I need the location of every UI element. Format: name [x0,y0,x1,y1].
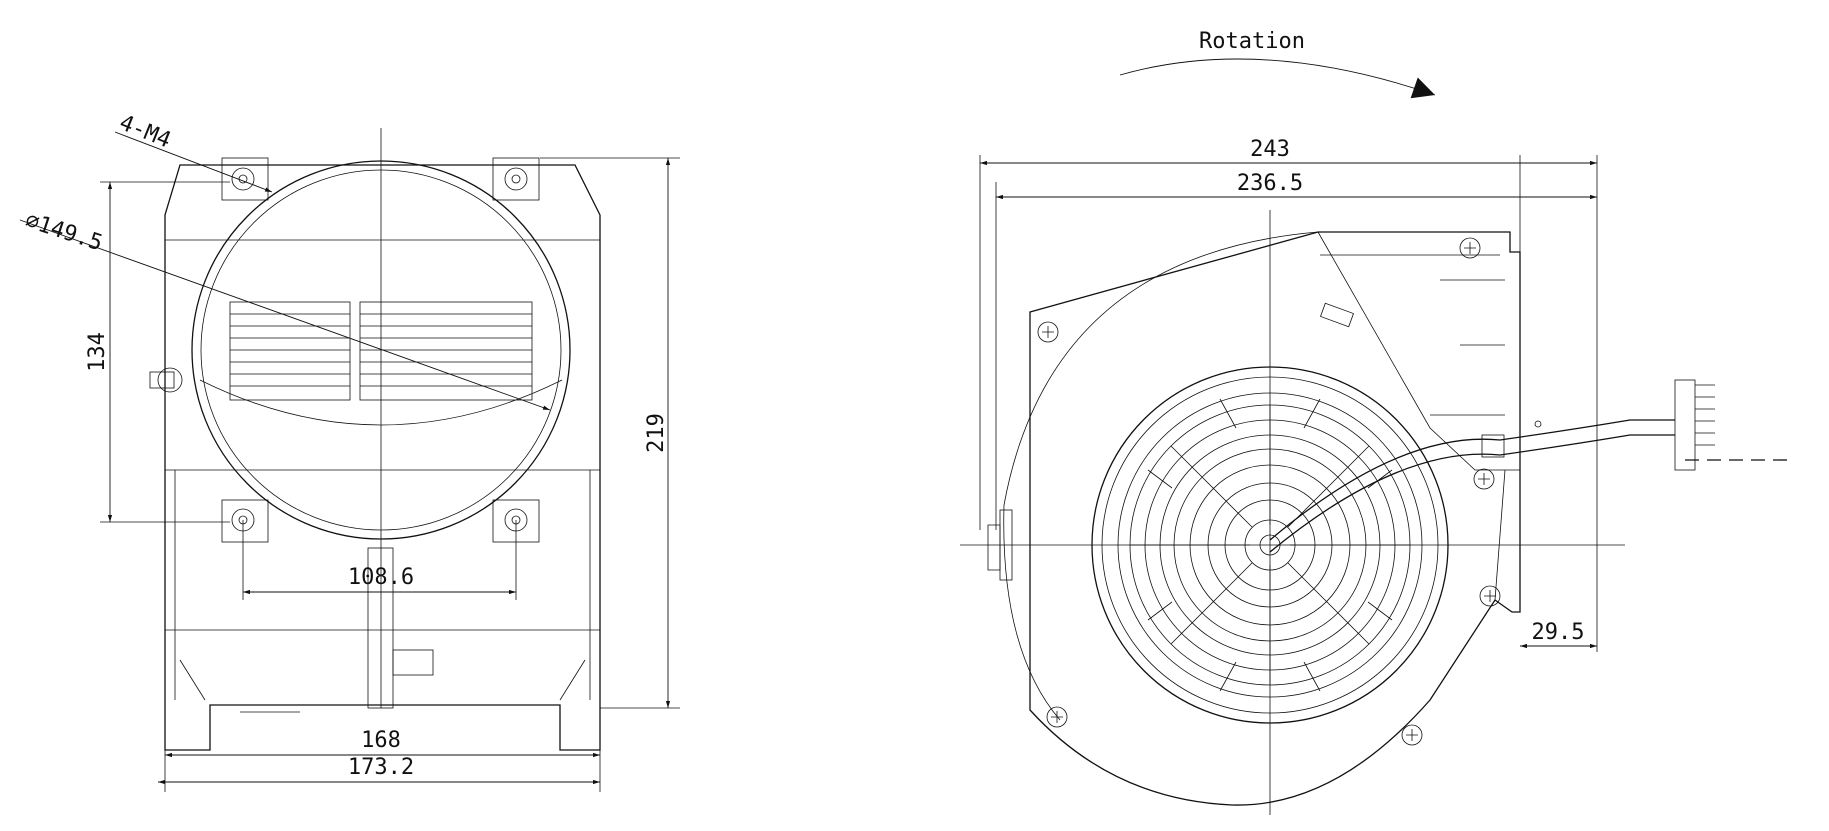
side-dimensions [979,155,1598,652]
front-housing [164,164,601,751]
side-cable [1269,379,1790,553]
side-width-total-label: 243 [1250,137,1290,162]
front-view: 4-M4 ⌀149.5 134 219 108.6 168 173.2 [19,110,680,792]
front-width-inner-label: 168 [361,728,401,753]
front-impeller [229,301,533,401]
front-holes-label: 4-M4 [116,110,174,153]
front-height-total-label: 219 [644,413,669,453]
side-flange-label: 29.5 [1532,620,1585,645]
rotation-label: Rotation [1199,29,1305,54]
front-mounting-holes [221,157,540,543]
side-screws [1037,237,1542,746]
side-housing [987,231,1521,806]
front-diameter-label: ⌀149.5 [22,208,105,256]
side-width-inner-label: 236.5 [1237,171,1303,196]
side-view: Rotation [960,29,1790,815]
rotation-arrow [1119,58,1436,99]
front-dimensions [19,131,680,792]
front-details [149,367,434,709]
front-height-inner-label: 134 [85,332,110,372]
front-hole-spacing-label: 108.6 [348,565,414,590]
front-width-total-label: 173.2 [348,755,414,780]
